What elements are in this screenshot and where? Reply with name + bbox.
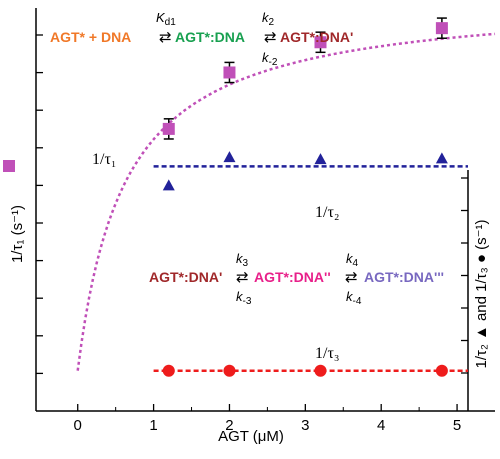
x-tick-label: 3 [301, 417, 309, 434]
series-label-tau3: 1/τ₃ [315, 345, 339, 362]
right-y-axis-title: 1/τ₂ ▲ and 1/τ₃ ● (s⁻¹) [473, 220, 490, 369]
scheme-top-species-2: AGT*:DNA [175, 29, 245, 45]
left-legend-square-marker [3, 160, 15, 172]
scheme-top-arrow-2: ⇄ [264, 28, 277, 46]
series-label-tau2: 1/τ₂ [315, 204, 339, 221]
scheme-bottom-species-1: AGT*:DNA' [149, 269, 222, 285]
rate-k4: k4 [346, 251, 359, 269]
rate-k-minus-4: k-4 [346, 289, 362, 307]
right-y-axis-ticks [461, 177, 468, 374]
x-tick-label: 4 [377, 417, 385, 434]
kinetic-scheme-top: AGT* + DNA ⇄ AGT*:DNA ⇄ AGT*:DNA' Kd1 k2… [50, 10, 353, 68]
x-axis-title: AGT (μM) [218, 428, 284, 445]
rate-k-minus-3: k-3 [236, 289, 252, 307]
x-tick-label: 1 [149, 417, 157, 434]
scheme-bottom-species-3: AGT*:DNA''' [364, 269, 444, 285]
data-points [162, 22, 448, 377]
x-tick-label: 2 [225, 417, 233, 434]
data-point-circle [162, 364, 175, 377]
data-point-triangle [314, 153, 327, 165]
data-point-square [435, 22, 448, 35]
scheme-top-arrow-1: ⇄ [159, 28, 172, 46]
data-point-circle [223, 364, 236, 377]
scheme-bottom-species-2: AGT*:DNA'' [254, 269, 331, 285]
rate-kd1: Kd1 [156, 10, 176, 28]
scheme-top-species-3: AGT*:DNA' [280, 29, 353, 45]
x-tick-label: 5 [453, 417, 461, 434]
rate-k3: k3 [236, 251, 249, 269]
data-point-triangle [162, 179, 175, 191]
left-y-axis-title: 1/τ₁ (s⁻¹) [9, 205, 26, 263]
data-point-square [223, 66, 236, 79]
scheme-bottom-arrow-1: ⇄ [236, 268, 249, 286]
fit-curve-tau1 [76, 32, 496, 371]
rate-k-minus-2: k-2 [262, 50, 278, 68]
fit-curves [76, 32, 496, 372]
data-point-circle [314, 364, 327, 377]
x-axis-ticks: 0 1 2 3 4 5 [74, 404, 461, 434]
left-y-axis-ticks [36, 34, 43, 375]
data-point-triangle [223, 151, 236, 163]
series-label-tau1: 1/τ₁ [92, 151, 116, 168]
rate-k2: k2 [262, 10, 275, 28]
kinetic-scheme-bottom: AGT*:DNA' ⇄ AGT*:DNA'' ⇄ AGT*:DNA''' k3 … [149, 251, 444, 307]
data-point-circle [435, 364, 448, 377]
data-point-square [314, 36, 327, 49]
scheme-top-species-1: AGT* + DNA [50, 29, 131, 45]
data-point-triangle [435, 152, 448, 164]
x-tick-label: 0 [74, 417, 82, 434]
scheme-bottom-arrow-2: ⇄ [345, 268, 358, 286]
data-point-square [162, 122, 175, 135]
